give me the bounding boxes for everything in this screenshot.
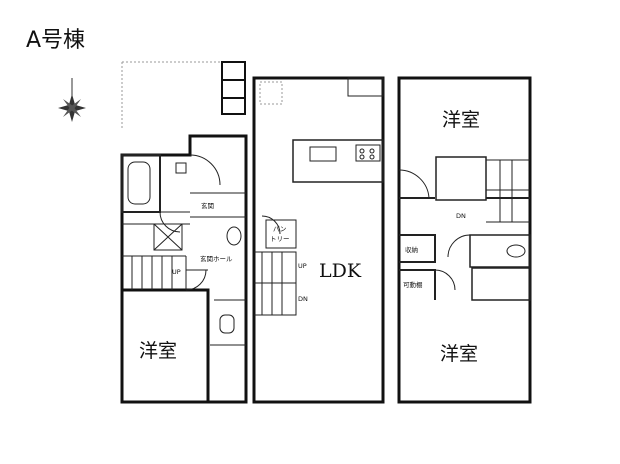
- stair-label-dn-1: DN: [298, 295, 308, 303]
- stair-label-dn-2: DN: [456, 212, 466, 220]
- room-label-entrance: 玄関: [201, 201, 214, 210]
- compass-icon: [58, 78, 86, 122]
- room-label-pantry-2: トリー: [270, 235, 290, 243]
- room-label-movable-shelf: 可動棚: [403, 280, 423, 289]
- room-label-storage: 収納: [405, 245, 418, 254]
- room-label-western-1: 洋室: [139, 340, 177, 362]
- room-label-ldk: LDK: [319, 260, 362, 282]
- balcony-area: [121, 61, 246, 130]
- room-label-pantry-1: パン: [273, 225, 286, 233]
- room-label-western-2: 洋室: [442, 109, 480, 131]
- room-label-western-3: 洋室: [440, 343, 478, 365]
- stair-label-up-1: UP: [172, 268, 181, 276]
- room-label-entrance-hall: 玄関ホール: [200, 254, 233, 263]
- second-floor: [252, 76, 385, 404]
- ground-floor: [120, 134, 248, 404]
- third-floor: [397, 76, 532, 404]
- building-title: A号棟: [26, 28, 86, 53]
- stair-label-up-2: UP: [298, 262, 307, 270]
